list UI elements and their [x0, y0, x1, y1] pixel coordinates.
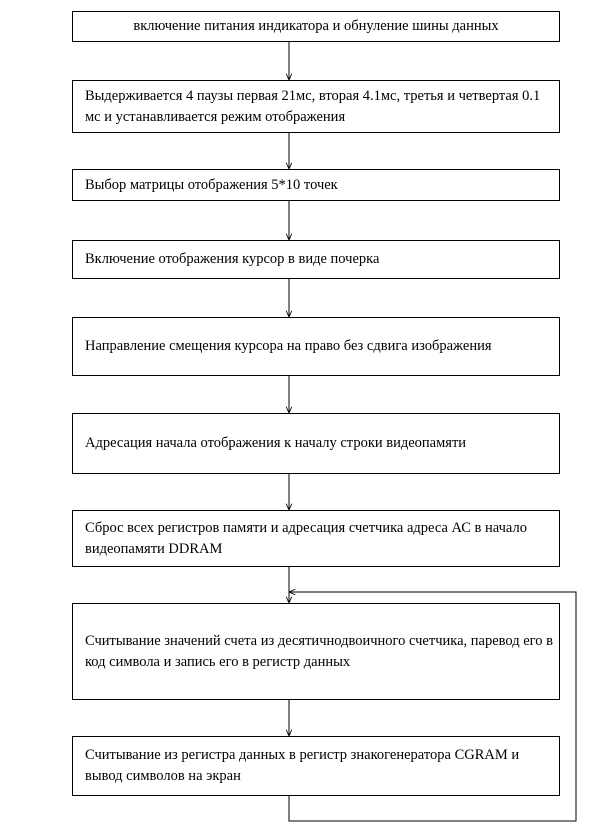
step-display-addressing: Адресация начала отображения к началу ст…: [72, 413, 560, 474]
step-cgram-output: Считывание из регистра данных в регистр …: [72, 736, 560, 796]
step-cursor-display-text: Включение отображения курсор в виде поче…: [85, 251, 380, 267]
step-power-on-text: включение питания индикатора и обнуление…: [133, 18, 499, 34]
step-cursor-display: Включение отображения курсор в виде поче…: [72, 240, 560, 279]
loop-back-arrow: [289, 592, 577, 822]
step-power-on: включение питания индикатора и обнуление…: [72, 11, 560, 42]
step-pauses-text: Выдерживается 4 паузы первая 21мс, втора…: [85, 87, 541, 125]
step-cgram-output-text: Считывание из регистра данных в регистр …: [85, 747, 520, 784]
step-display-addressing-text: Адресация начала отображения к началу ст…: [85, 435, 467, 451]
step-register-reset: Сброс всех регистров памяти и адресация …: [72, 510, 560, 567]
step-cursor-direction: Направление смещения курсора на право бе…: [72, 317, 560, 376]
step-register-reset-text: Сброс всех регистров памяти и адресация …: [85, 519, 527, 557]
step-pauses: Выдерживается 4 паузы первая 21мс, втора…: [72, 80, 560, 133]
step-matrix-select: Выбор матрицы отображения 5*10 точек: [72, 169, 560, 201]
step-counter-read: Считывание значений счета из десятичнодв…: [72, 603, 560, 700]
step-matrix-select-text: Выбор матрицы отображения 5*10 точек: [85, 176, 338, 193]
step-counter-read-text: Считывание значений счета из десятичнодв…: [85, 632, 553, 670]
step-cursor-direction-text: Направление смещения курсора на право бе…: [85, 338, 492, 354]
